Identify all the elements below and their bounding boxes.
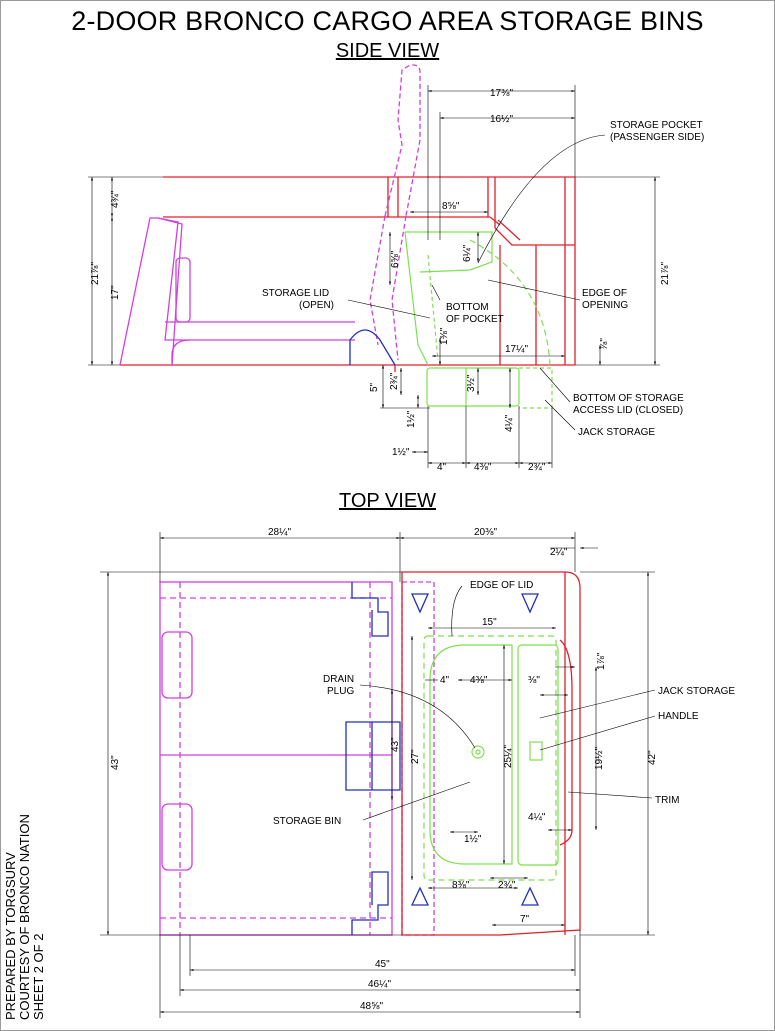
top-body-outline <box>401 571 581 936</box>
label-bottom-pocket: BOTTOM <box>446 302 489 313</box>
label-bottom-storage-sub: ACCESS LID (CLOSED) <box>573 405 683 416</box>
dim-top-2-1-4: 2¼" <box>550 546 568 558</box>
dim-side-2-3-4-bottom: 2¾" <box>528 462 546 473</box>
dim-side-16-1-2: 16½" <box>490 114 513 125</box>
dim-top-15: 15" <box>482 617 497 628</box>
dim-top-4-3-8: 4⅜" <box>470 675 488 686</box>
side-storage-pocket <box>404 231 553 409</box>
dim-top-43-center: 43" <box>390 737 401 752</box>
dim-side-4-1-4: 4¼" <box>503 414 515 432</box>
dim-top-46-1-4: 46¼" <box>368 978 391 990</box>
label-storage-lid-sub: (OPEN) <box>299 300 334 311</box>
dim-side-4-3-4: 4¾" <box>110 190 121 208</box>
side-body-outline <box>120 176 576 372</box>
dim-side-5: 5" <box>369 382 380 392</box>
dim-top-19-1-2: 19½" <box>594 747 605 770</box>
label-drain: DRAIN <box>323 674 354 685</box>
top-seats <box>159 581 435 936</box>
dim-top-27: 27" <box>410 749 421 764</box>
label-trim: TRIM <box>655 795 679 806</box>
dim-side-8-5-8: 8⅝" <box>442 201 460 212</box>
top-storage-bins <box>423 635 559 881</box>
label-drain-sub: PLUG <box>327 686 354 697</box>
dim-top-28-1-4: 28¼" <box>268 526 291 538</box>
credit-sheet: SHEET 2 OF 2 <box>31 933 46 1020</box>
dim-top-3-8: ⅜" <box>528 675 540 686</box>
label-jack-storage-side: JACK STORAGE <box>578 427 655 438</box>
label-jack-storage-top: JACK STORAGE <box>658 686 735 697</box>
credit-prepared: PREPARED BY TORGSURV <box>3 852 18 1020</box>
dim-side-17-1-4: 17¼" <box>505 343 528 355</box>
dim-side-2-3-4: 2¾" <box>389 372 400 390</box>
dim-side-21-7-8-left: 21⅞" <box>90 262 101 285</box>
dim-top-4: 4" <box>440 675 450 686</box>
label-storage-bin: STORAGE BIN <box>273 816 341 827</box>
dim-top-4-1-4: 4¼" <box>528 811 546 823</box>
side-view-title: SIDE VIEW <box>335 40 440 62</box>
top-brackets <box>345 582 540 935</box>
side-view-geometry <box>119 64 576 409</box>
dim-top-43-left: 43" <box>110 755 121 770</box>
side-dimension-lines <box>88 85 660 468</box>
dim-top-7: 7" <box>520 914 530 925</box>
credit-block: PREPARED BY TORGSURV COURTESY OF BRONCO … <box>3 814 46 1020</box>
dim-side-1-1-2-vert: 1½" <box>406 410 417 428</box>
dim-side-21-7-8-right: 21⅞" <box>660 262 671 285</box>
dim-side-17: 17" <box>110 285 121 300</box>
label-bottom-storage: BOTTOM OF STORAGE <box>573 393 684 404</box>
dim-side-3-1-2: 3½" <box>466 374 477 392</box>
label-storage-pocket-sub: (PASSENGER SIDE) <box>610 132 704 143</box>
dim-side-17-3-8: 17⅜" <box>490 88 513 99</box>
dim-side-6-5-8: 6⅝" <box>390 250 401 268</box>
dim-top-42: 42" <box>647 750 658 765</box>
dim-top-1-1-2: 1½" <box>464 834 482 845</box>
side-bracket <box>349 329 396 366</box>
label-edge-opening-sub: OPENING <box>582 300 628 311</box>
top-view-title: TOP VIEW <box>338 490 437 512</box>
top-view-dimensions: 28¼" 20⅜" 2¼" 15" 1⅞" 4" 4⅜" ⅜" 43" 43" … <box>110 526 658 1012</box>
dim-side-4-3-8: 4⅜" <box>474 462 492 473</box>
dim-top-25-1-4: 25¼" <box>502 745 514 768</box>
dim-side-4: 4" <box>437 462 447 473</box>
top-view-geometry <box>159 571 581 936</box>
dim-side-1-1-2: 1½" <box>392 447 410 458</box>
dim-top-8-3-8: 8⅜" <box>452 880 470 891</box>
label-storage-pocket: STORAGE POCKET <box>610 120 703 131</box>
side-seat <box>119 64 421 366</box>
dim-top-1-7-8: 1⅞" <box>596 652 607 670</box>
side-view-dimensions: 17⅜" 16½" 8⅝" 6⅝" 6¼" 4¾" 21⅞" 17" 21⅞" … <box>90 88 671 473</box>
dim-side-1-3-8: 1⅜" <box>439 327 450 345</box>
credit-courtesy: COURTESY OF BRONCO NATION <box>17 814 32 1020</box>
dim-side-6-1-4: 6¼" <box>461 244 473 262</box>
top-view-labels: EDGE OF LID DRAIN PLUG JACK STORAGE HAND… <box>273 580 735 827</box>
side-view-labels: STORAGE POCKET (PASSENGER SIDE) STORAGE … <box>262 120 704 438</box>
dim-top-48-5-8: 48⅝" <box>360 1001 383 1012</box>
top-dimension-lines <box>100 532 656 1018</box>
label-edge-opening: EDGE OF <box>582 288 627 299</box>
dim-top-45: 45" <box>375 959 390 970</box>
dim-top-20-3-8: 20⅜" <box>474 527 497 538</box>
label-edge-lid: EDGE OF LID <box>470 580 533 591</box>
label-bottom-pocket-sub: OF POCKET <box>446 314 504 325</box>
label-storage-lid: STORAGE LID <box>262 288 329 299</box>
label-handle: HANDLE <box>658 711 699 722</box>
dim-top-2-3-4: 2¾" <box>498 880 516 891</box>
drawing-title: 2-DOOR BRONCO CARGO AREA STORAGE BINS <box>71 6 704 36</box>
dim-side-7-8: ⅞" <box>599 338 610 350</box>
